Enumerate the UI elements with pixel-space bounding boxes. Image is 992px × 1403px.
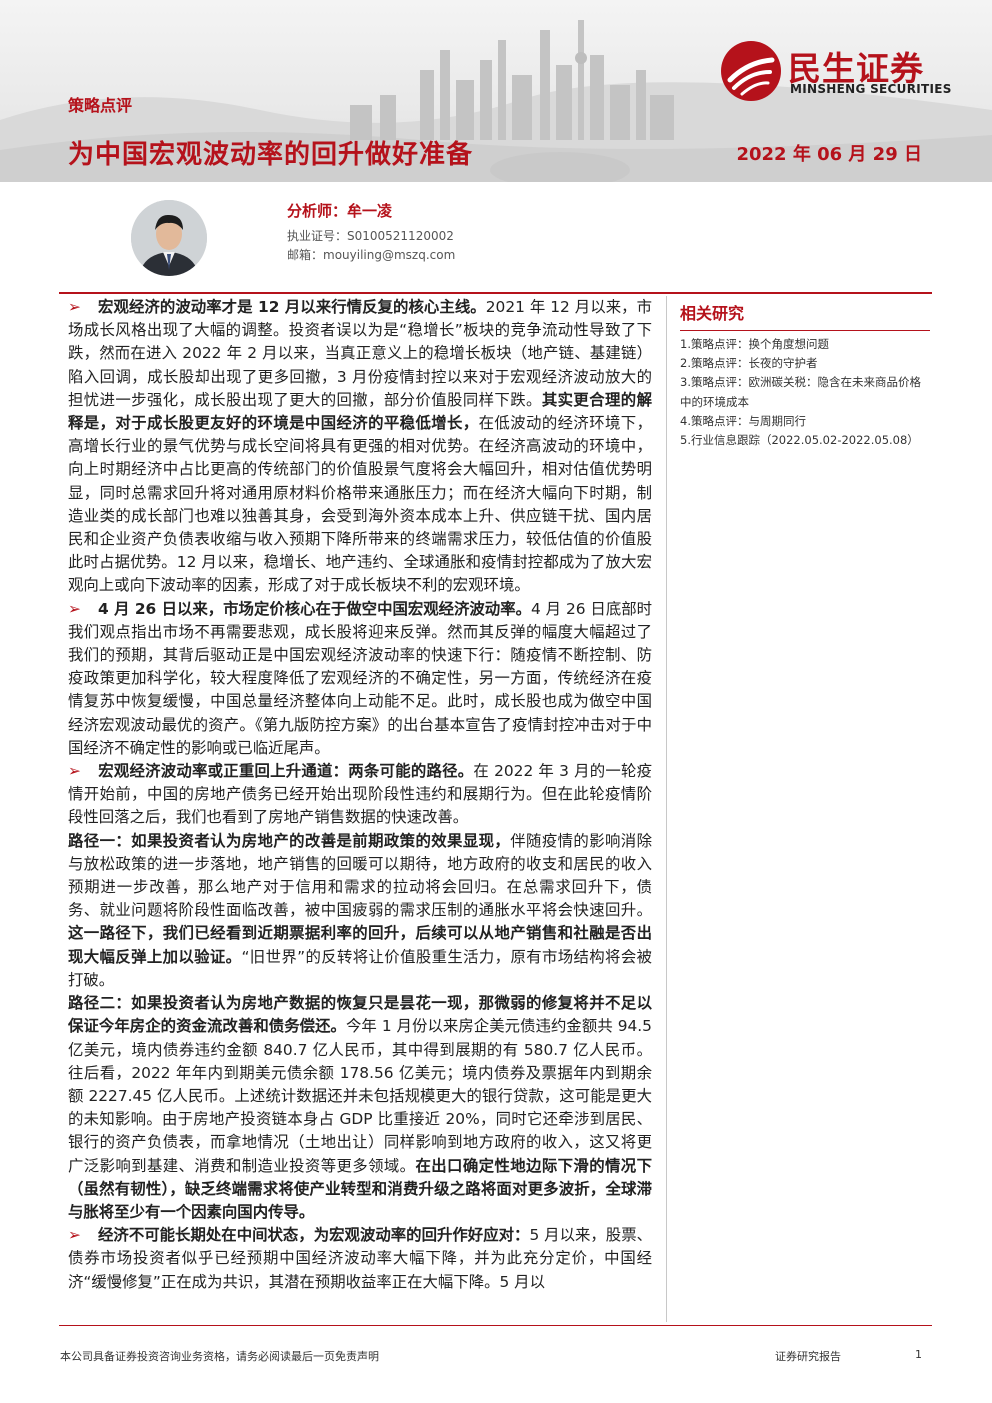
related-item-3[interactable]: 3.策略点评：欧洲碳关税：隐含在未来商品价格中的环境成本 [680, 375, 921, 409]
city-skyline-image [0, 20, 992, 182]
related-item-5[interactable]: 5.行业信息跟踪（2022.05.02-2022.05.08） [680, 433, 919, 448]
paragraph-path-1: 路径一：如果投资者认为房地产的改善是前期政策的效果显现，伴随疫情的影响消除与放松… [68, 831, 652, 989]
related-research: 相关研究 1.策略点评：换个角度想问题 2.策略点评：长夜的守护者 3.策略点评… [680, 300, 930, 450]
top-divider [59, 292, 932, 294]
bullet-arrow-icon: ➢ [68, 298, 81, 316]
analyst-photo [131, 200, 207, 276]
analyst-info: 分析师：牟一凌 执业证号：S0100521120002 邮箱：mouyiling… [287, 200, 455, 265]
related-research-title: 相关研究 [680, 300, 930, 331]
analyst-license: 执业证号：S0100521120002 [287, 229, 454, 243]
paragraph-6: ➢经济不可能长期处在中间状态，为宏观波动率的回升作好应对：5 月以来，股票、债券… [68, 1226, 652, 1291]
logo-english-name: MINSHENG SECURITIES [790, 82, 952, 96]
report-title: 为中国宏观波动率的回升做好准备 [68, 140, 474, 170]
page-number: 1 [915, 1348, 922, 1361]
logo-chinese-name: 民生证券 [788, 49, 924, 88]
analyst-avatar-icon [131, 200, 207, 276]
analyst-name: 分析师：牟一凌 [287, 202, 393, 220]
paragraph-path-2: 路径二：如果投资者认为房地产数据的恢复只是昙花一现，那微弱的修复将并不足以保证今… [68, 994, 652, 1221]
minsheng-logo-icon [721, 41, 781, 101]
header-banner: 策略点评 为中国宏观波动率的回升做好准备 2022 年 06 月 29 日 民生… [0, 0, 992, 182]
footer-report-type: 证券研究报告 [775, 1350, 841, 1363]
footer-disclaimer: 本公司具备证券投资咨询业务资格，请务必阅读最后一页免责声明 [60, 1350, 379, 1363]
paragraph-3: ➢宏观经济波动率或正重回上升通道：两条可能的路径。在 2022 年 3 月的一轮… [68, 762, 652, 827]
bottom-divider [59, 1325, 932, 1326]
related-item-2[interactable]: 2.策略点评：长夜的守护者 [680, 356, 818, 371]
paragraph-1: ➢宏观经济的波动率才是 12 月以来行情反复的核心主线。2021 年 12 月以… [68, 298, 652, 595]
report-date: 2022 年 06 月 29 日 [736, 144, 922, 165]
related-item-1[interactable]: 1.策略点评：换个角度想问题 [680, 337, 829, 351]
bullet-arrow-icon: ➢ [68, 1226, 81, 1245]
analyst-email: 邮箱：mouyiling@mszq.com [287, 248, 456, 262]
column-divider [666, 296, 667, 1322]
report-category: 策略点评 [68, 96, 133, 115]
related-item-4[interactable]: 4.策略点评：与周期同行 [680, 413, 806, 428]
bullet-arrow-icon: ➢ [68, 762, 81, 781]
main-body: ➢宏观经济的波动率才是 12 月以来行情反复的核心主线。2021 年 12 月以… [68, 296, 652, 1294]
company-logo: 民生证券 MINSHENG SECURITIES [720, 40, 970, 101]
paragraph-2: ➢4 月 26 日以来，市场定价核心在于做空中国宏观经济波动率。4 月 26 日… [68, 599, 652, 757]
bullet-arrow-icon: ➢ [68, 599, 81, 618]
